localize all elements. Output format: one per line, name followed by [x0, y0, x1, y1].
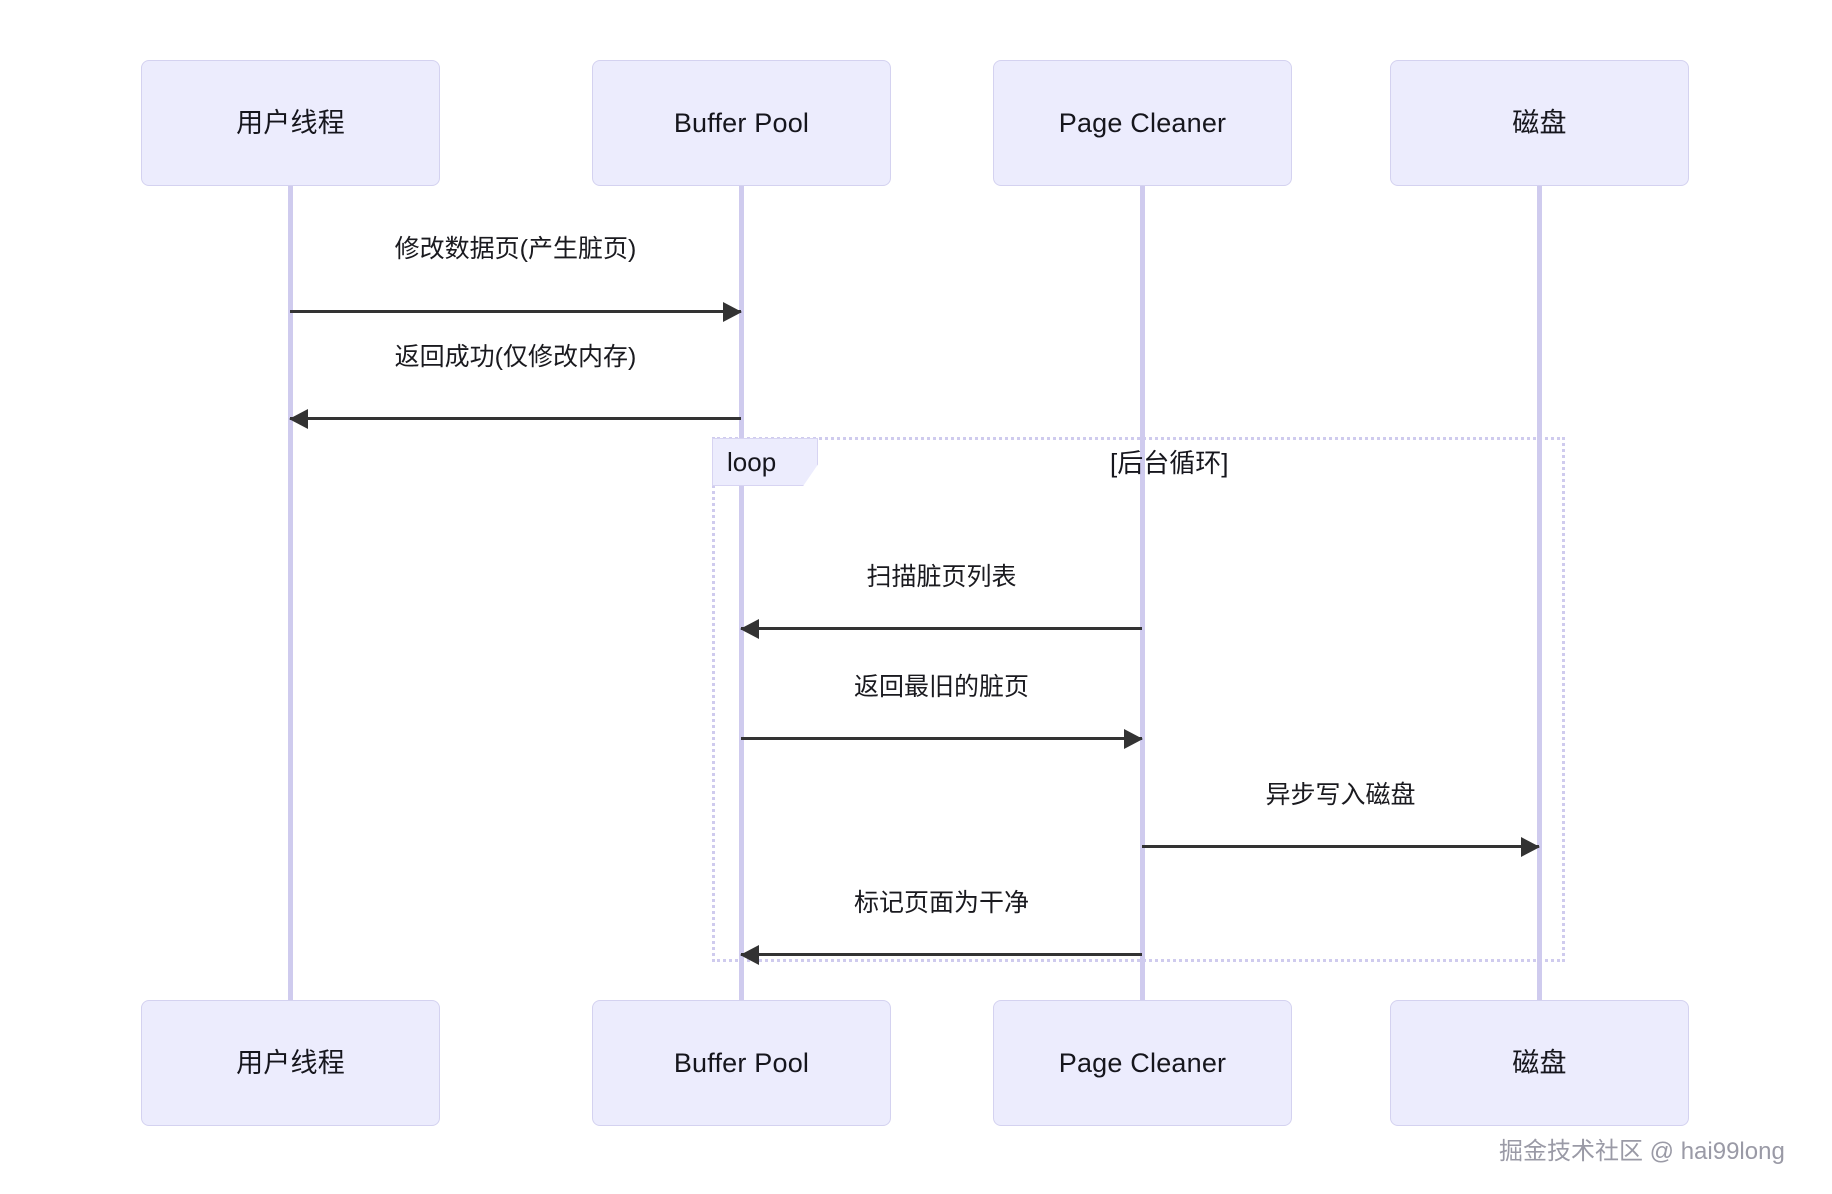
loop-fragment — [712, 437, 1565, 962]
arrowhead-left-icon — [740, 619, 759, 639]
message-label-mark-page-clean: 标记页面为干净 — [853, 889, 1029, 917]
lifeline-page-cleaner — [1140, 186, 1145, 1000]
participant-box-user-thread-bottom[interactable]: 用户线程 — [141, 1000, 440, 1126]
participant-label-buffer-pool-bottom: Buffer Pool — [673, 1047, 810, 1078]
message-line — [290, 310, 741, 313]
arrowhead-right-icon — [1521, 837, 1540, 857]
message-line — [1142, 845, 1539, 848]
participant-label-user-thread-top: 用户线程 — [236, 107, 345, 138]
participant-box-page-cleaner-top[interactable]: Page Cleaner — [993, 60, 1292, 186]
arrowhead-right-icon — [723, 302, 742, 322]
arrowhead-right-icon — [1124, 729, 1143, 749]
participant-box-disk-top[interactable]: 磁盘 — [1390, 60, 1689, 186]
message-label-async-write-to-disk: 异步写入磁盘 — [1265, 781, 1416, 809]
participant-box-disk-bottom[interactable]: 磁盘 — [1390, 1000, 1689, 1126]
lifeline-buffer-pool — [739, 186, 744, 1000]
participant-box-user-thread-top[interactable]: 用户线程 — [141, 60, 440, 186]
lifeline-disk — [1537, 186, 1542, 1000]
message-label-return-success: 返回成功(仅修改内存) — [394, 343, 637, 371]
message-line — [741, 953, 1142, 956]
message-label-return-oldest-dirty-page: 返回最旧的脏页 — [853, 673, 1029, 701]
loop-fragment-tab-label: loop — [727, 447, 777, 477]
participant-box-buffer-pool-bottom[interactable]: Buffer Pool — [592, 1000, 891, 1126]
participant-label-page-cleaner-bottom: Page Cleaner — [1058, 1047, 1227, 1078]
arrowhead-left-icon — [289, 409, 308, 429]
participant-label-buffer-pool-top: Buffer Pool — [673, 107, 810, 138]
message-line — [741, 627, 1142, 630]
message-line — [741, 737, 1142, 740]
watermark-credit: 掘金技术社区 @ hai99long — [1499, 1138, 1785, 1165]
participant-label-user-thread-bottom: 用户线程 — [236, 1047, 345, 1078]
participant-box-page-cleaner-bottom[interactable]: Page Cleaner — [993, 1000, 1292, 1126]
message-label-scan-dirty-page-list: 扫描脏页列表 — [866, 563, 1017, 591]
loop-fragment-tab: loop — [712, 438, 818, 486]
arrowhead-left-icon — [740, 945, 759, 965]
participant-box-buffer-pool-top[interactable]: Buffer Pool — [592, 60, 891, 186]
participant-label-page-cleaner-top: Page Cleaner — [1058, 107, 1227, 138]
lifeline-user-thread — [288, 186, 293, 1000]
participant-label-disk-bottom: 磁盘 — [1512, 1047, 1567, 1078]
participant-label-disk-top: 磁盘 — [1512, 107, 1567, 138]
message-line — [290, 417, 741, 420]
loop-fragment-condition: [后台循环] — [1110, 448, 1229, 478]
message-label-modify-data-page: 修改数据页(产生脏页) — [394, 235, 637, 263]
